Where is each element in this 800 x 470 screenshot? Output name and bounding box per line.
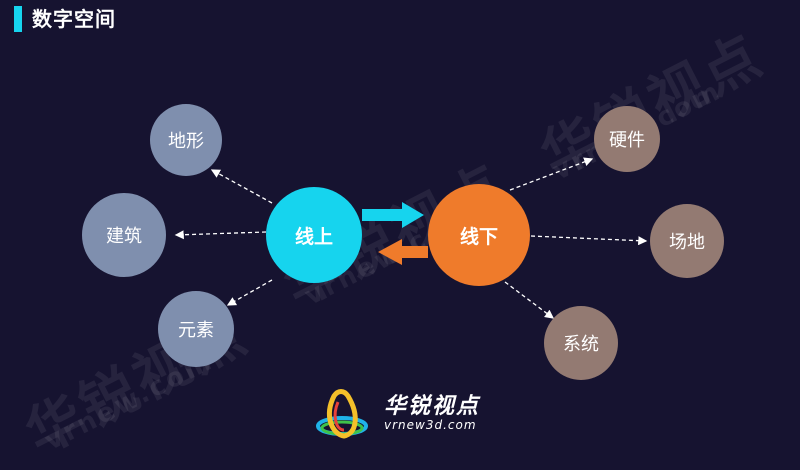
connector-online-terrain [210, 169, 273, 204]
node-offline: 线下 [428, 184, 530, 286]
arrow-online-to-offline [362, 202, 424, 228]
node-hardware: 硬件 [594, 106, 660, 172]
connectors [174, 157, 648, 319]
logo-url: vrnew3d.com [384, 418, 477, 432]
connector-online-building [174, 230, 267, 240]
node-online: 线上 [266, 187, 362, 283]
node-building-label: 建筑 [106, 226, 142, 247]
page-title: 数字空间 [32, 7, 116, 31]
logo-name: 华锐视点 [384, 394, 481, 419]
node-venue: 场地 [650, 204, 724, 278]
node-element-label: 元素 [178, 320, 214, 341]
node-system-label: 系统 [563, 334, 599, 355]
connector-online-element [226, 279, 273, 306]
node-offline-label: 线下 [459, 225, 498, 248]
connector-offline-system [504, 281, 555, 319]
brand-logo: 华锐视点 vrnew3d.com [312, 386, 502, 442]
node-element: 元素 [158, 291, 234, 367]
connector-offline-venue [530, 235, 648, 246]
diagram-canvas: 华锐视点 vrnew.com 华锐视点 vrnew.com 华锐视点 vrnew… [14, 6, 774, 467]
arrow-offline-to-online [378, 239, 428, 265]
title-accent-bar [14, 6, 22, 32]
node-venue-label: 场地 [669, 232, 705, 253]
node-terrain-label: 地形 [168, 131, 204, 152]
node-terrain: 地形 [150, 104, 222, 176]
logo-mark-icon [316, 389, 368, 439]
connector-offline-hardware [509, 157, 594, 191]
node-hardware-label: 硬件 [609, 130, 645, 151]
node-building: 建筑 [82, 193, 166, 277]
node-online-label: 线上 [294, 225, 333, 248]
node-system: 系统 [544, 306, 618, 380]
